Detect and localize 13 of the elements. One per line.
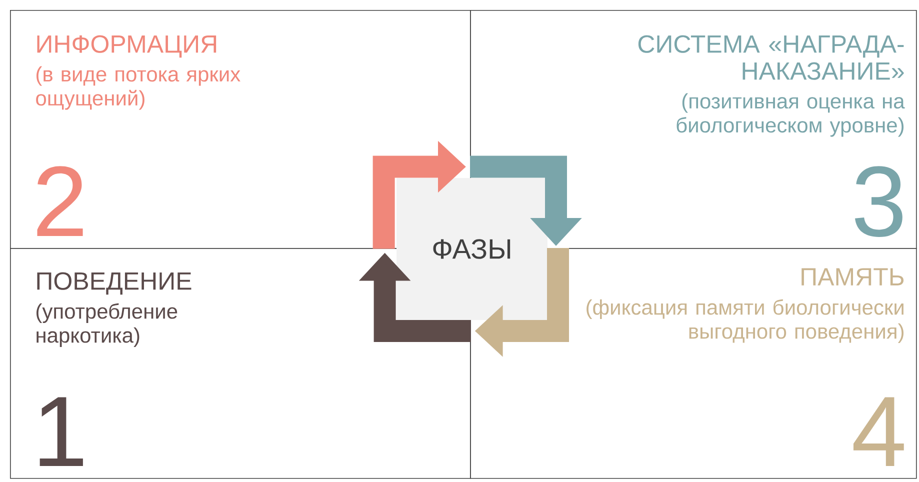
phase-box: ФАЗЫ — [396, 178, 548, 320]
heading: СИСТЕМА «НАГРАДА-НАКАЗАНИЕ» — [638, 35, 904, 80]
phase-number: 2 — [37, 166, 83, 236]
description: (позитивная оценка на биологическом уровне) — [676, 93, 905, 137]
description: (употребление наркотика) — [36, 303, 178, 347]
phase-number: 3 — [855, 166, 902, 237]
phase-number: 1 — [40, 397, 83, 466]
phase-number: 4 — [853, 397, 904, 466]
description: (в виде потока ярких ощущений) — [36, 66, 240, 110]
heading: ПОВЕДЕНИЕ — [37, 272, 192, 295]
heading: ПАМЯТЬ — [802, 268, 904, 286]
description: (фиксация памяти биологически выгодного поведения) — [586, 299, 904, 343]
heading: ИНФОРМАЦИЯ — [37, 35, 216, 58]
